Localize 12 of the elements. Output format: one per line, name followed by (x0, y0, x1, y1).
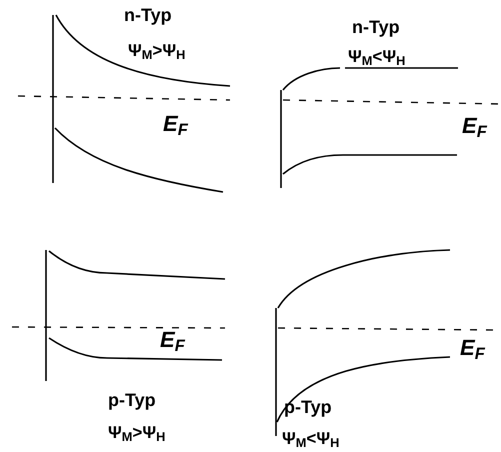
semiconductor-type-label: n-Typ (124, 4, 172, 26)
work-function-relation: Ψ$_{M}$>Ψ$_{H}$ (108, 422, 166, 444)
semiconductor-type-label: p-Typ (108, 389, 156, 412)
semiconductor-type-label: n-Typ (352, 16, 400, 38)
fermi-level-label: E$_{F}$ (462, 112, 487, 140)
work-function-relation: Ψ$_{M}$>Ψ$_{H}$ (128, 40, 186, 62)
fermi-level-label: E$_{F}$ (163, 110, 188, 138)
work-function-relation: Ψ$_{M}$<Ψ$_{H}$ (282, 428, 340, 450)
semiconductor-type-label: p-Typ (284, 396, 332, 418)
work-function-relation: Ψ$_{M}$<Ψ$_{H}$ (348, 46, 406, 68)
fermi-level-label: E$_{F}$ (460, 334, 485, 362)
fermi-level-label: E$_{F}$ (160, 326, 185, 354)
